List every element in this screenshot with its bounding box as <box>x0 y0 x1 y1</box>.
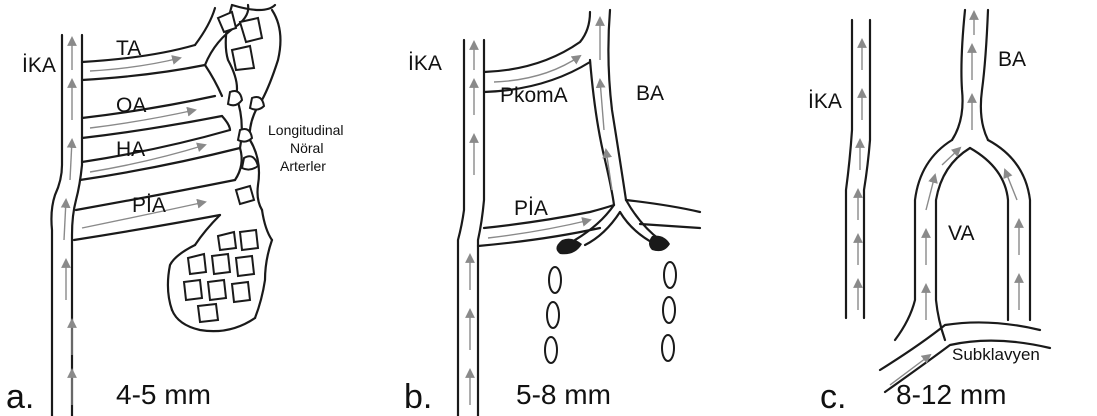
panel-b-caption: 5-8 mm <box>516 379 611 410</box>
panel-b-ika-label: İKA <box>408 52 442 75</box>
panel-b-pia-label: PİA <box>514 197 548 220</box>
panel-a-oa-label: OA <box>116 94 146 117</box>
panel-a: İKA TA OA HA PİA Longitudinal Nöral Arte… <box>6 5 344 416</box>
panel-c-ba-vessel <box>952 10 988 140</box>
panel-b-ba-vessel <box>590 10 626 205</box>
panel-b: İKA PkomA BA PİA b. 5-8 mm <box>404 10 700 416</box>
panel-a-caption: 4-5 mm <box>116 379 211 410</box>
panel-a-ha-label: HA <box>116 138 145 161</box>
panel-a-longitudinal-label-line2: Nöral <box>290 140 323 156</box>
panel-a-ha-branch <box>80 130 240 180</box>
panel-a-letter: a. <box>6 378 34 416</box>
panel-a-neural-network <box>168 5 281 331</box>
panel-a-ika-label: İKA <box>22 54 56 77</box>
panel-a-longitudinal-label-line3: Arterler <box>280 158 326 174</box>
panel-b-pkoma-label: PkomA <box>500 84 568 107</box>
panel-b-fork <box>556 200 670 254</box>
panel-c-letter: c. <box>820 378 846 416</box>
panel-a-ica-vessel <box>51 35 82 416</box>
panel-c-right-va <box>970 140 1030 320</box>
panel-b-pia-branch <box>478 200 700 246</box>
panel-b-pkoma-branch <box>484 12 590 92</box>
panel-c-ica-vessel <box>846 20 870 318</box>
panel-b-letter: b. <box>404 378 432 416</box>
panel-a-ta-branch <box>82 45 205 80</box>
panel-b-ba-label: BA <box>636 82 664 105</box>
panel-c-ba-label: BA <box>998 48 1026 71</box>
panel-a-ta-label: TA <box>116 37 141 60</box>
panel-c-ika-label: İKA <box>808 90 842 113</box>
panel-c: İKA BA VA Subklavyen c. 8-12 mm <box>808 10 1050 416</box>
panel-a-longitudinal-label-line1: Longitudinal <box>268 122 344 138</box>
panel-c-subklavyen-label: Subklavyen <box>952 345 1040 364</box>
panel-b-ica-vessel <box>458 40 484 416</box>
panel-b-vessel-segments <box>545 262 676 363</box>
panel-c-caption: 8-12 mm <box>896 379 1006 410</box>
panel-a-pia-label: PİA <box>132 194 166 217</box>
panel-c-va-label: VA <box>948 222 974 245</box>
panel-a-oa-branch <box>82 96 222 138</box>
